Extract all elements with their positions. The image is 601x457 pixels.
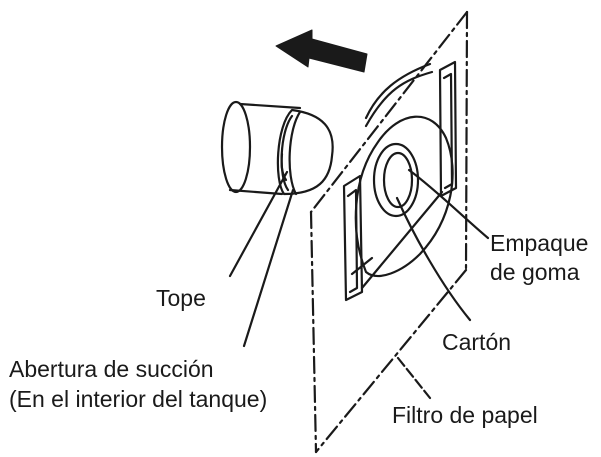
label-abertura-line1: Abertura de succión [9,356,214,382]
leader-line-tope [228,170,289,278]
arrow-left-icon [275,29,368,73]
stopper-ring-detail [280,152,288,182]
leader-line-abertura [242,188,295,348]
filter-frame-right-tab [438,60,458,198]
label-empaque-line1: Empaque [490,230,589,256]
filter-frame-bottom-edge [360,190,444,290]
label-filtro: Filtro de papel [392,402,538,428]
paper-filter-outline [309,10,469,454]
leader-line-filtro [396,356,432,400]
label-empaque-line2: de goma [490,259,580,285]
label-carton: Cartón [442,329,512,355]
suction-cylinder-front [276,108,334,196]
filter-frame-right-tab-fold [442,72,454,190]
filter-frame-left-tab [342,174,364,302]
label-abertura-line2: (En el interior del tanque) [9,386,268,412]
leader-line-carton [395,196,472,322]
rubber-gasket-inner [382,151,414,209]
suction-cylinder-back-rim [220,100,252,194]
label-tope: Tope [156,285,206,311]
leader-line-empaque [407,168,490,240]
cardboard [354,115,454,277]
rubber-gasket [372,142,420,218]
